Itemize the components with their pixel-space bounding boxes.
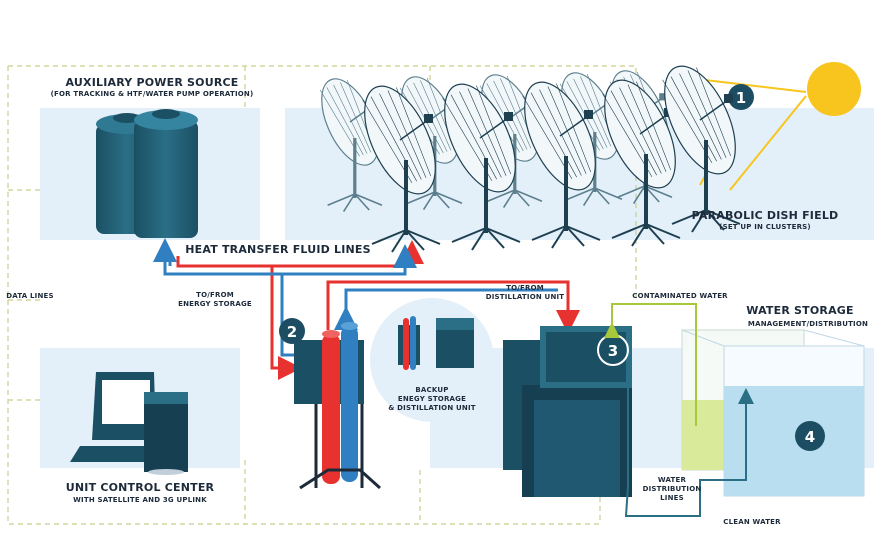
htf-label: HEAT TRANSFER FLUID LINES xyxy=(185,243,371,256)
to-energy-label-1: TO/FROM xyxy=(196,291,234,299)
badge-2-icon xyxy=(279,318,305,344)
to-distill-label-1: TO/FROM xyxy=(506,284,544,292)
water-dist-label-2: DISTRIBUTION xyxy=(643,485,702,493)
aux-power-title: AUXILIARY POWER SOURCE xyxy=(66,76,239,89)
parabolic-dish-icon xyxy=(522,81,601,249)
contaminated-label: CONTAMINATED WATER xyxy=(632,292,728,300)
energy-storage-icon xyxy=(294,322,382,490)
water-dist-label-3: LINES xyxy=(660,494,684,502)
parabolic-dish-icon xyxy=(662,65,741,233)
water-lines xyxy=(604,303,754,517)
backup-label-3: & DISTILLATION UNIT xyxy=(388,404,476,412)
water-storage-tanks-icon xyxy=(681,329,865,497)
parabolic-dish-icon xyxy=(362,85,441,253)
aux-power-subtitle: (FOR TRACKING & HTF/WATER PUMP OPERATION… xyxy=(51,90,254,98)
dashed-frame xyxy=(7,65,637,525)
badge-3-number: 3 xyxy=(608,342,618,360)
badge-2-number: 2 xyxy=(287,323,297,341)
parabolic-dish-icon xyxy=(319,78,383,213)
badge-4-number: 4 xyxy=(805,428,815,446)
auxiliary-tanks-icon xyxy=(96,109,198,238)
badge-1-icon xyxy=(728,84,754,110)
distillation-unit-icon xyxy=(503,326,632,497)
to-distill-label-2: DISTILLATION UNIT xyxy=(486,293,565,301)
parabolic-dish-icon xyxy=(442,83,521,251)
control-center-subtitle: WITH SATELLITE AND 3G UPLINK xyxy=(73,496,207,504)
backup-label-1: BACKUP xyxy=(415,386,448,394)
badge-4-icon xyxy=(795,421,825,451)
water-storage-subtitle: MANAGEMENT/DISTRIBUTION xyxy=(748,320,868,328)
sun-icon xyxy=(807,62,861,116)
parabolic-dish-field xyxy=(319,65,741,253)
htf-lines xyxy=(153,238,580,380)
water-storage-title: WATER STORAGE xyxy=(746,304,854,317)
backup-label-2: ENEGY STORAGE xyxy=(398,395,466,403)
clean-water-label: CLEAN WATER xyxy=(723,518,781,526)
control-computer-icon xyxy=(70,372,188,475)
water-dist-label-1: WATER xyxy=(658,476,687,484)
dish-field-title: PARABOLIC DISH FIELD xyxy=(692,209,839,222)
backup-unit-icon xyxy=(398,316,474,370)
control-center-title: UNIT CONTROL CENTER xyxy=(66,481,215,494)
to-energy-label-2: ENERGY STORAGE xyxy=(178,300,252,308)
badge-1-number: 1 xyxy=(736,89,746,107)
dish-field-subtitle: (SET UP IN CLUSTERS) xyxy=(719,223,811,231)
data-lines-label: DATA LINES xyxy=(6,292,54,300)
